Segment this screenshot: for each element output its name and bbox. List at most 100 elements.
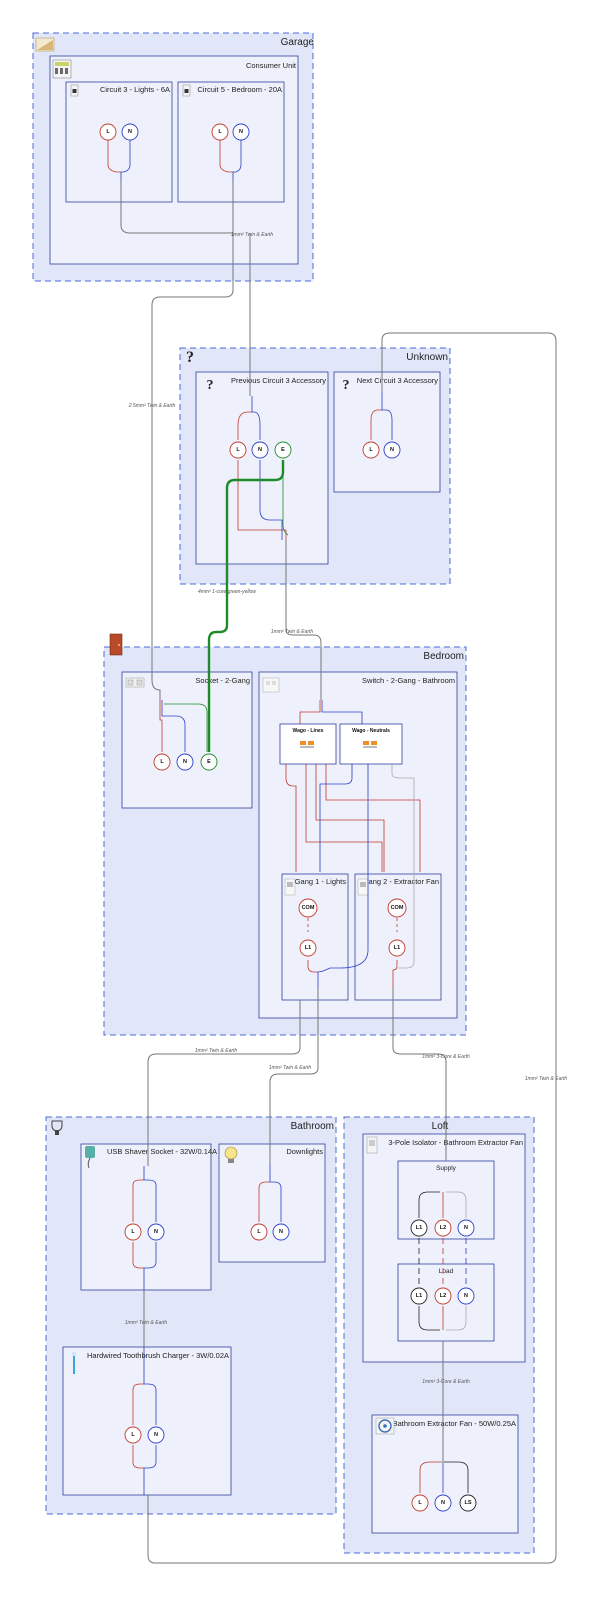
wire-live [132, 1383, 144, 1425]
room-label-bathroom: Bathroom [291, 1121, 334, 1132]
fan-box[interactable] [371, 1414, 519, 1534]
toothbrush-box[interactable] [62, 1346, 232, 1496]
terminal-label: L [106, 129, 110, 135]
wago-lines-label: Wago - Lines [293, 728, 324, 734]
wire-neutral [120, 140, 131, 182]
room-label-loft: Loft [432, 1121, 449, 1132]
room-label-garage: Garage [281, 37, 315, 48]
wire-neutral [161, 700, 186, 752]
cable-label: 1mm² Twin & Earth [525, 1076, 568, 1082]
terminal-label: N [154, 1229, 158, 1235]
terminal-neutral[interactable] [383, 441, 401, 459]
bulb-icon [224, 1146, 238, 1163]
terminal-ls[interactable] [459, 1494, 477, 1512]
next-accessory-box[interactable] [333, 371, 441, 493]
downlights-label: Downlights [286, 1147, 323, 1156]
terminal-live[interactable] [99, 123, 117, 141]
terminal-neutral[interactable] [457, 1219, 475, 1237]
cable-label: 1mm² Twin & Earth [195, 1048, 238, 1054]
terminal-label: N [183, 759, 187, 765]
fan-icon [375, 1417, 395, 1435]
breaker-icon [70, 84, 79, 97]
house-icon [35, 37, 55, 52]
terminal-earth[interactable] [200, 753, 218, 771]
circuit3-box[interactable] [65, 81, 173, 203]
terminal-label: L [218, 129, 222, 135]
wire-live [237, 411, 252, 440]
terminal-label: N [239, 129, 243, 135]
socket-box[interactable] [121, 671, 253, 809]
cable-label: 4mm² 1-core green-yellow [198, 589, 256, 595]
downlights-box[interactable] [218, 1143, 326, 1263]
wire-neutral [269, 1164, 282, 1222]
switch-icon [284, 878, 296, 896]
wire-live [285, 764, 297, 872]
gang2-label: Gang 2 - Extractor Fan [363, 877, 439, 886]
cable-label: 1mm² 3-Core & Earth [422, 1379, 470, 1385]
terminal-neutral[interactable] [232, 123, 250, 141]
terminal-l1[interactable] [388, 939, 406, 957]
shaver-box[interactable] [80, 1143, 212, 1291]
terminal-live[interactable] [229, 441, 247, 459]
terminal-l2[interactable] [434, 1287, 452, 1305]
load-label: Load [439, 1268, 454, 1275]
circuit5-box[interactable] [177, 81, 285, 203]
terminal-live[interactable] [153, 753, 171, 771]
terminal-neutral[interactable] [176, 753, 194, 771]
terminal-neutral[interactable] [457, 1287, 475, 1305]
gang1-label: Gang 1 - Lights [295, 877, 347, 886]
terminal-neutral[interactable] [251, 441, 269, 459]
toothbrush-icon [72, 1352, 76, 1374]
terminal-earth[interactable] [274, 441, 292, 459]
terminal-label: N [258, 447, 262, 453]
terminal-l1[interactable] [410, 1219, 428, 1237]
wire-neutral [143, 1347, 157, 1425]
terminal-label: E [207, 759, 211, 765]
cable-label: 1mm² 3-Core & Earth [422, 1054, 470, 1060]
cable-label: 2.5mm² Twin & Earth [128, 403, 176, 409]
prev-accessory-box[interactable] [195, 371, 329, 565]
terminal-l1[interactable] [299, 939, 317, 957]
gang2-box[interactable] [354, 873, 442, 1001]
terminal-l1[interactable] [410, 1287, 428, 1305]
wire-neutral [381, 392, 393, 440]
terminal-label: N [279, 1229, 283, 1235]
terminal-live[interactable] [250, 1223, 268, 1241]
wire-live [132, 1445, 144, 1469]
terminal-live[interactable] [411, 1494, 429, 1512]
terminal-neutral[interactable] [147, 1426, 165, 1444]
terminal-neutral[interactable] [147, 1223, 165, 1241]
shaver-icon [85, 1146, 95, 1169]
terminal-neutral[interactable] [434, 1494, 452, 1512]
cable-label: 1mm² Twin & Earth [269, 1065, 312, 1071]
wire-black [444, 1461, 469, 1493]
terminal-live[interactable] [211, 123, 229, 141]
terminal-neutral[interactable] [121, 123, 139, 141]
terminal-live[interactable] [124, 1223, 142, 1241]
wire-neutral [143, 1445, 157, 1495]
terminal-label: L1 [394, 945, 400, 951]
wire-earth [164, 703, 208, 752]
terminal-label: L1 [305, 945, 311, 951]
wire-live [237, 460, 287, 540]
consumer-unit-icon [52, 59, 72, 79]
shaver-label: USB Shaver Socket - 32W/0.14A [107, 1147, 217, 1156]
toothbrush-label: Hardwired Toothbrush Charger - 3W/0.02A [87, 1351, 229, 1360]
terminal-com[interactable] [387, 898, 407, 918]
cable-next-to-toothbrush [147, 332, 557, 1564]
next-accessory-label: Next Circuit 3 Accessory [357, 376, 439, 385]
switch-icon [262, 677, 280, 693]
circuit3-label: Circuit 3 - Lights - 6A [100, 85, 170, 94]
wago-neutrals-label: Wago - Neutrals [352, 728, 390, 734]
switch-icon [357, 878, 369, 896]
terminal-live[interactable] [124, 1426, 142, 1444]
socket-icon [125, 677, 145, 688]
terminal-l2[interactable] [434, 1219, 452, 1237]
terminal-neutral[interactable] [272, 1223, 290, 1241]
cable-c5-to-socket [151, 233, 234, 700]
terminal-label: COM [302, 905, 315, 911]
terminal-com[interactable] [298, 898, 318, 918]
terminal-label: N [464, 1293, 468, 1299]
terminal-live[interactable] [362, 441, 380, 459]
